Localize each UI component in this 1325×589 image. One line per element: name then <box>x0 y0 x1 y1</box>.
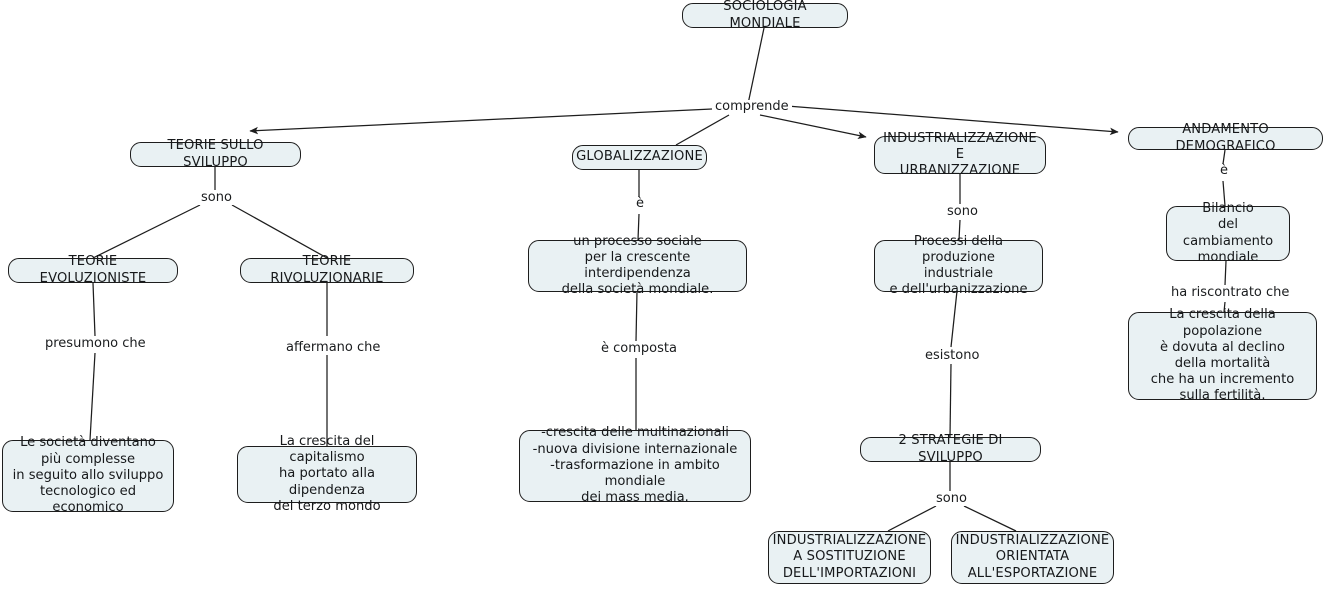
node-processo-sociale[interactable]: un processo sociale per la crescente int… <box>528 234 747 297</box>
node-teorie-rivoluzionarie[interactable]: TEORIE RIVOLUZIONARIE <box>240 254 414 286</box>
node-industrializzazione-urbanizzazione[interactable]: INDUSTRIALIZZAZIONE E URBANIZZAZIONE <box>874 131 1046 178</box>
edge-comprende-teorie <box>249 108 713 135</box>
node-societa-diventano-complesse[interactable]: Le società diventano più complesse in se… <box>2 435 174 515</box>
node-crescita-capitalismo[interactable]: La crescita del capitalismo ha portato a… <box>237 434 417 514</box>
node-crescita-popolazione[interactable]: La crescita della popolazione è dovuta a… <box>1128 307 1317 403</box>
link-label-presumono-che: presumono che <box>42 336 149 352</box>
node-globalizzazione[interactable]: GLOBALIZZAZIONE <box>572 145 707 170</box>
edge-comprende-andamento <box>786 105 1119 136</box>
edge-evoluzioniste-presumono <box>92 282 96 337</box>
node-composizione-globalizzazione[interactable]: -crescita delle multinazionali -nuova di… <box>519 425 751 505</box>
node-bilancio-cambiamento[interactable]: Bilancio del cambiamento mondiale <box>1166 201 1290 265</box>
node-industrializzazione-sostituzione[interactable]: INDUSTRIALIZZAZIONE A SOSTITUZIONE DELL'… <box>768 531 931 584</box>
link-label-e-composta: è composta <box>598 341 680 357</box>
link-label-sono-strategie: sono <box>933 491 970 507</box>
node-andamento-demografico[interactable]: ANDAMENTO DEMOGRAFICO <box>1128 122 1323 154</box>
edge-presumono-societa <box>89 352 96 441</box>
edge-processo-composta <box>635 290 638 342</box>
edge-comprende-industrializzazione <box>759 114 867 140</box>
link-label-sono-teorie: sono <box>198 190 235 206</box>
edge-processi-esistono <box>950 290 958 348</box>
edge-root-comprende <box>747 27 765 105</box>
link-label-esistono: esistono <box>922 348 983 364</box>
edge-sono-sostituzione <box>887 505 937 532</box>
node-due-strategie-sviluppo[interactable]: 2 STRATEGIE DI SVILUPPO <box>860 433 1041 465</box>
node-industrializzazione-orientata[interactable]: INDUSTRIALIZZAZIONE ORIENTATA ALL'ESPORT… <box>951 531 1114 584</box>
node-root[interactable]: SOCIOLOGIA MONDIALE <box>682 0 848 31</box>
edge-sono-evoluzioniste <box>92 204 201 259</box>
link-label-sono-industrializzazione: sono <box>944 204 981 220</box>
link-label-ha-riscontrato-che: ha riscontrato che <box>1168 285 1293 301</box>
node-processi-produzione[interactable]: Processi della produzione industriale e … <box>874 234 1043 297</box>
edge-comprende-globalizzazione <box>675 114 730 146</box>
edge-sono-rivoluzionarie <box>231 204 328 259</box>
link-label-e-globalizzazione: è <box>633 196 647 212</box>
link-label-affermano-che: affermano che <box>283 340 384 356</box>
edge-esistono-strategie <box>949 363 952 438</box>
edge-sono-orientata <box>963 505 1017 532</box>
node-teorie-evoluzioniste[interactable]: TEORIE EVOLUZIONISTE <box>8 254 178 286</box>
node-teorie-sullo-sviluppo[interactable]: TEORIE SULLO SVILUPPO <box>130 138 301 170</box>
link-label-e-demografico: è <box>1217 163 1231 179</box>
link-label-comprende: comprende <box>712 99 792 115</box>
